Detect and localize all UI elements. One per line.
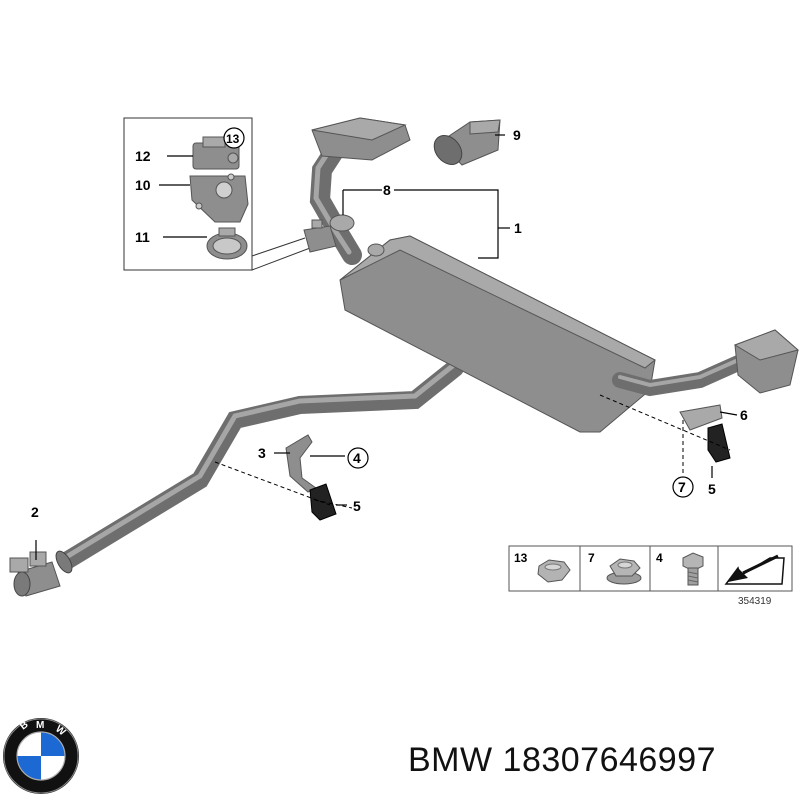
callout-3: 3 [258, 445, 266, 461]
callout-labels: 1 2 3 4 5 5 6 7 8 9 10 11 12 13 [31, 127, 748, 520]
rubber-mount-5b [707, 423, 731, 463]
pipe-clamp [206, 227, 248, 260]
bmw-logo: B M W [3, 718, 79, 794]
mounting-direction-icon [724, 554, 785, 585]
bolt-icon [682, 552, 704, 586]
callout-6: 6 [740, 407, 748, 423]
callout-12: 12 [135, 148, 151, 164]
brand-part-number: BMW 18307646997 [408, 741, 717, 779]
callout-7: 7 [678, 479, 686, 495]
nut-flanged-icon [606, 558, 642, 585]
leader-lines [274, 134, 738, 506]
callout-9: 9 [513, 127, 521, 143]
tail-pipe [433, 119, 501, 166]
callout-1: 1 [514, 220, 522, 236]
fastener-legend: 13 7 4 354319 [508, 545, 793, 607]
callout-13: 13 [226, 132, 240, 146]
inlet-pipe [309, 117, 411, 265]
assembly-lines [35, 394, 731, 560]
rear-muffler [339, 235, 656, 433]
flap-actuator-installed [303, 219, 337, 253]
callout-5a: 5 [353, 498, 361, 514]
hanger-bracket-6 [679, 404, 723, 431]
diagram-reference-number: 354319 [738, 596, 772, 607]
legend-label-13: 13 [514, 551, 528, 565]
exhaust-flap-actuator [192, 136, 240, 170]
actuator-bracket [189, 173, 249, 223]
front-clamp [9, 551, 61, 597]
legend-label-4: 4 [656, 551, 663, 565]
callout-5b: 5 [708, 481, 716, 497]
detail-inset [123, 117, 319, 271]
front-pipe [55, 359, 464, 574]
callout-4: 4 [353, 450, 361, 466]
legend-label-7: 7 [588, 551, 595, 565]
callout-10: 10 [135, 177, 151, 193]
nut-hex-icon [537, 559, 571, 583]
callout-8: 8 [383, 182, 391, 198]
hanger-bracket-3 [285, 434, 317, 493]
callout-11: 11 [135, 229, 150, 245]
outlet-pipe [612, 329, 800, 397]
callout-2: 2 [31, 504, 39, 520]
svg-text:M: M [36, 720, 44, 731]
